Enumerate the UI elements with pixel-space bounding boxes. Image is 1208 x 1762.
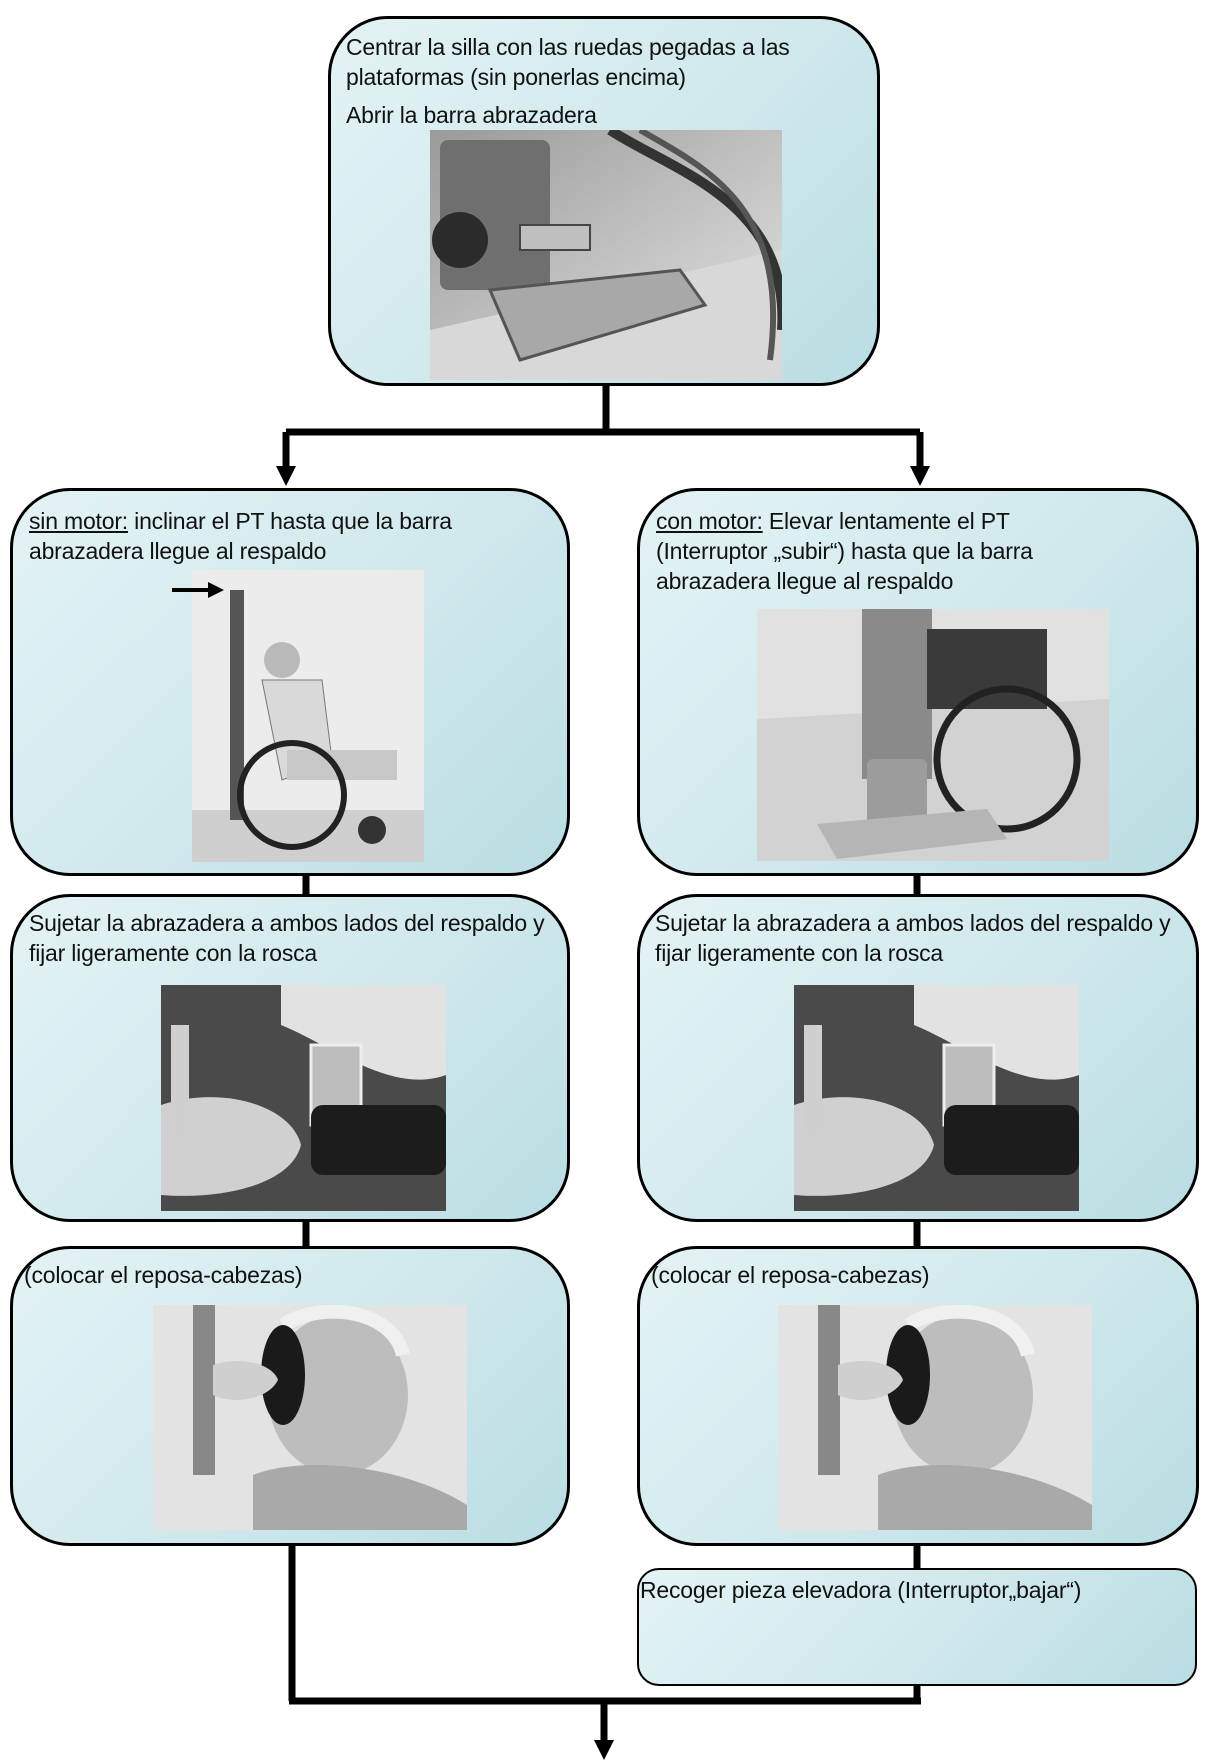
step-text-tilt-without-motor: sin motor: inclinar el PT hasta que la b…: [29, 506, 549, 566]
text-tilt-pt: inclinar el PT hasta que la barra abraza…: [29, 508, 452, 564]
arrow-pointer-icon: [172, 582, 224, 598]
step-text-retract-lift: Recoger pieza elevadora (Interruptor„baj…: [640, 1577, 1082, 1603]
label-with-motor: con motor:: [656, 508, 763, 534]
step-text-headrest-left: (colocar el reposa-cabezas): [24, 1262, 303, 1288]
photo-fasten-clamp-right: [794, 985, 1079, 1211]
step-text-headrest-right: (colocar el reposa-cabezas): [651, 1262, 930, 1288]
photo-headrest-right: [778, 1305, 1092, 1530]
photo-raise-pt-with-motor: [757, 609, 1109, 861]
label-without-motor: sin motor:: [29, 508, 128, 534]
photo-fasten-clamp-left: [161, 985, 446, 1211]
text-raise-pt: Elevar lentamente el PT (Interruptor „su…: [656, 508, 1033, 594]
photo-tilt-pt-to-backrest: [192, 570, 424, 862]
arrowhead-right: [910, 466, 930, 486]
photo-platform-clamp: [430, 130, 782, 380]
arrowhead-bottom: [594, 1740, 614, 1760]
step-text-center-wheelchair: Centrar la silla con las ruedas pegadas …: [346, 34, 790, 90]
arrowhead-left: [276, 466, 296, 486]
step-text-raise-with-motor: con motor: Elevar lentamente el PT (Inte…: [656, 506, 1096, 596]
step-text-fasten-clamp-right: Sujetar la abrazadera a ambos lados del …: [655, 910, 1171, 966]
photo-headrest-left: [153, 1305, 467, 1530]
step-text-open-clamp-bar: Abrir la barra abrazadera: [346, 102, 597, 128]
step-box-retract-lift: [637, 1568, 1197, 1686]
step-text-fasten-clamp-left: Sujetar la abrazadera a ambos lados del …: [29, 910, 545, 966]
